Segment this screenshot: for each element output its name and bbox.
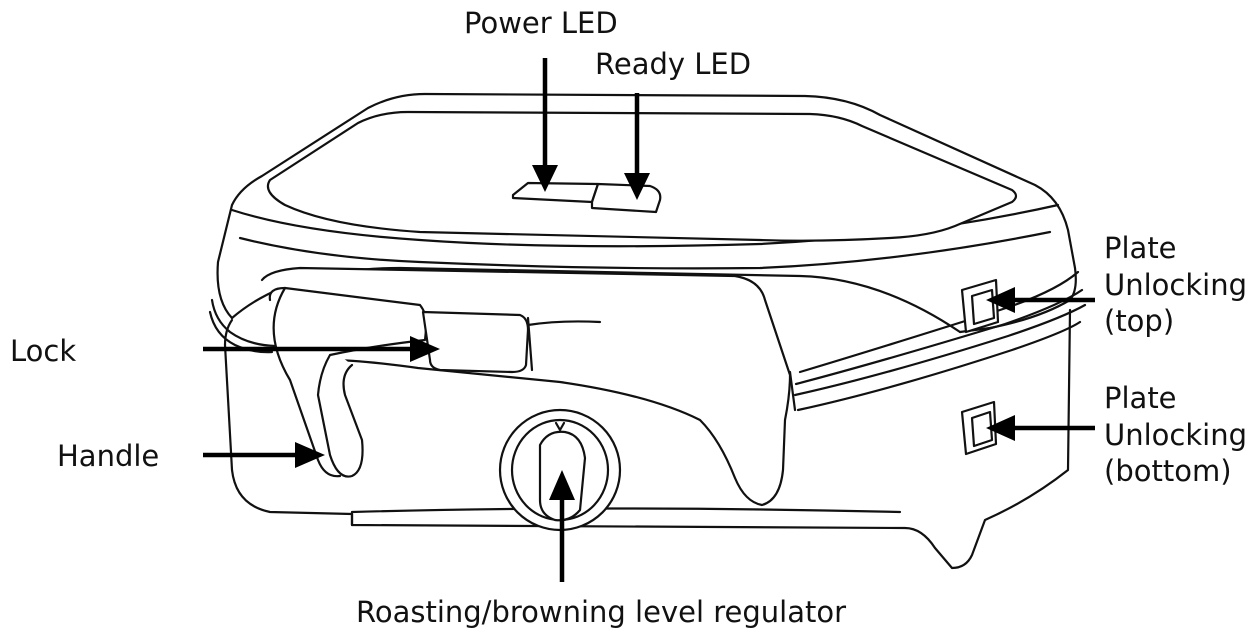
plate-top-line-1: Plate xyxy=(1104,231,1177,265)
power-led-label: Power LED xyxy=(464,6,618,40)
plate-top-line-3: (top) xyxy=(1104,304,1175,339)
plate-top-line-2: Unlocking xyxy=(1104,267,1247,302)
arrow-power-led xyxy=(532,58,558,192)
lock-tab xyxy=(421,310,602,374)
plate-unlocking-top-label: Plate Unlocking (top) xyxy=(1104,230,1247,340)
regulator-label: Roasting/browning level regulator xyxy=(356,595,847,629)
arrow-lock xyxy=(203,336,440,362)
arrow-regulator xyxy=(549,470,575,582)
plate-unlock-button-top xyxy=(960,278,1000,334)
plate-bottom-line-2: Unlocking xyxy=(1104,417,1247,452)
arrow-handle xyxy=(203,442,325,468)
arrow-ready-led xyxy=(624,93,650,200)
plate-bottom-line-1: Plate xyxy=(1104,381,1177,415)
arrow-plate-bottom xyxy=(986,415,1095,441)
ready-led-indicator xyxy=(590,182,662,214)
lock-label: Lock xyxy=(10,334,77,368)
plate-bottom-line-3: (bottom) xyxy=(1104,454,1232,489)
plate-unlock-button-bottom xyxy=(960,400,998,456)
plate-unlocking-bottom-label: Plate Unlocking (bottom) xyxy=(1104,380,1247,490)
power-led-indicator xyxy=(511,181,600,204)
ready-led-label: Ready LED xyxy=(595,47,752,81)
arrow-plate-top xyxy=(986,287,1095,313)
handle xyxy=(268,286,428,478)
handle-label: Handle xyxy=(57,439,160,473)
